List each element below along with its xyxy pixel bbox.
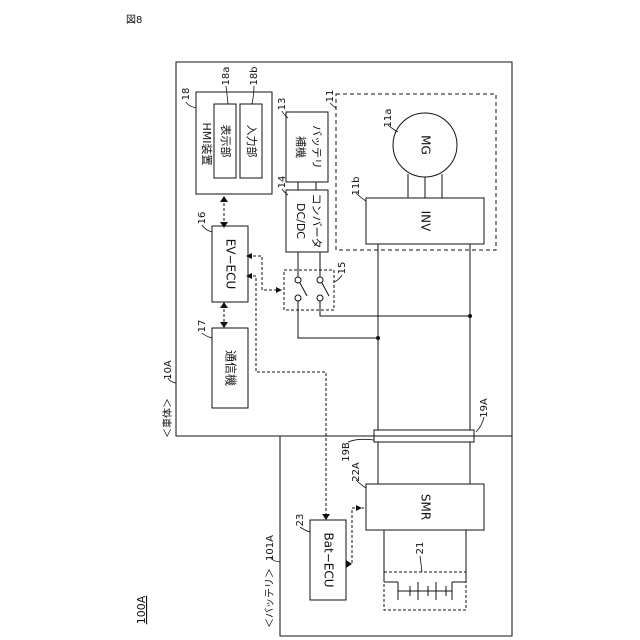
power-wiring — [298, 244, 470, 582]
dcdc-converter-ref: 14 — [277, 176, 288, 189]
mg-unit: 11 — [325, 90, 496, 250]
battery-cells: 21 — [384, 542, 466, 610]
system-ref: 100A — [135, 595, 148, 624]
inverter: INV 11b — [351, 176, 484, 244]
display-unit-ref: 18a — [221, 67, 232, 86]
aux-dcdc-wires — [298, 182, 316, 190]
input-unit-name: 入力部 — [245, 125, 259, 158]
hmi-device-ref: 18 — [181, 88, 192, 101]
display-unit-name: 表示部 — [219, 125, 233, 158]
input-unit-ref: 18b — [249, 66, 260, 85]
mg-inv-wires — [408, 174, 442, 198]
smr-ref: 22A — [351, 462, 362, 482]
figure-label: 図8 — [126, 14, 142, 26]
signal-links — [224, 198, 364, 564]
battery-pack-label: ＜バッテリ＞ — [264, 568, 276, 628]
motor-generator-name: MG — [419, 135, 433, 155]
vehicle-body-label: ＜車体＞ — [161, 398, 174, 438]
inverter-ref: 11b — [351, 176, 362, 195]
battery-pack-frame — [280, 436, 512, 636]
relay-switch: 15 — [284, 262, 348, 310]
relay-bus-wire-1 — [298, 301, 378, 338]
battery-ecu: Bat−ECU 23 — [295, 514, 346, 600]
auxiliary-battery-name-2: バッテリ — [310, 125, 323, 169]
communication-device-name: 通信機 — [224, 350, 239, 386]
inverter-name: INV — [419, 211, 433, 233]
communication-device: 通信機 17 — [197, 320, 248, 408]
vehicle-connector-ref: 19A — [479, 398, 490, 418]
battery-cells-ref: 21 — [415, 542, 426, 555]
vehicle-body-ref: 10A — [163, 360, 174, 380]
communication-device-ref: 17 — [197, 320, 208, 333]
batecu-smr-link — [348, 508, 364, 564]
battery-ecu-name: Bat−ECU — [322, 532, 336, 587]
ecu-relay-link — [248, 256, 280, 290]
wire-junctions — [376, 314, 472, 340]
battery-connector-ref: 19B — [341, 442, 352, 462]
dcdc-converter-name-1: DC/DC — [294, 203, 307, 239]
smr-name: SMR — [419, 494, 433, 520]
hmi-device: HMI装置 18 表示部 18a 入力部 18b — [181, 66, 272, 194]
ecu-batecu-link — [248, 276, 326, 518]
ev-ecu-name: EV−ECU — [224, 239, 238, 290]
auxiliary-battery-ref: 13 — [277, 98, 288, 111]
battery-pack-ref: 101A — [265, 535, 276, 561]
ev-ecu-ref: 16 — [197, 212, 208, 225]
connector: 19A 19B — [341, 398, 490, 462]
motor-generator: MG 11a — [383, 109, 457, 177]
relay-bus-wire-2 — [320, 301, 470, 316]
mg-unit-ref: 11 — [325, 90, 336, 103]
battery-ecu-ref: 23 — [295, 514, 306, 527]
auxiliary-battery-name-1: 補機 — [294, 136, 308, 158]
hmi-device-name: HMI装置 — [200, 122, 213, 165]
auxiliary-battery: 補機 バッテリ 13 — [277, 98, 328, 182]
dcdc-converter-name-2: コンバータ — [310, 194, 323, 249]
smr: SMR 22A — [351, 462, 484, 530]
relay-switch-ref: 15 — [337, 262, 348, 275]
motor-generator-ref: 11a — [383, 109, 394, 128]
dcdc-converter: DC/DC コンバータ 14 — [277, 176, 328, 252]
